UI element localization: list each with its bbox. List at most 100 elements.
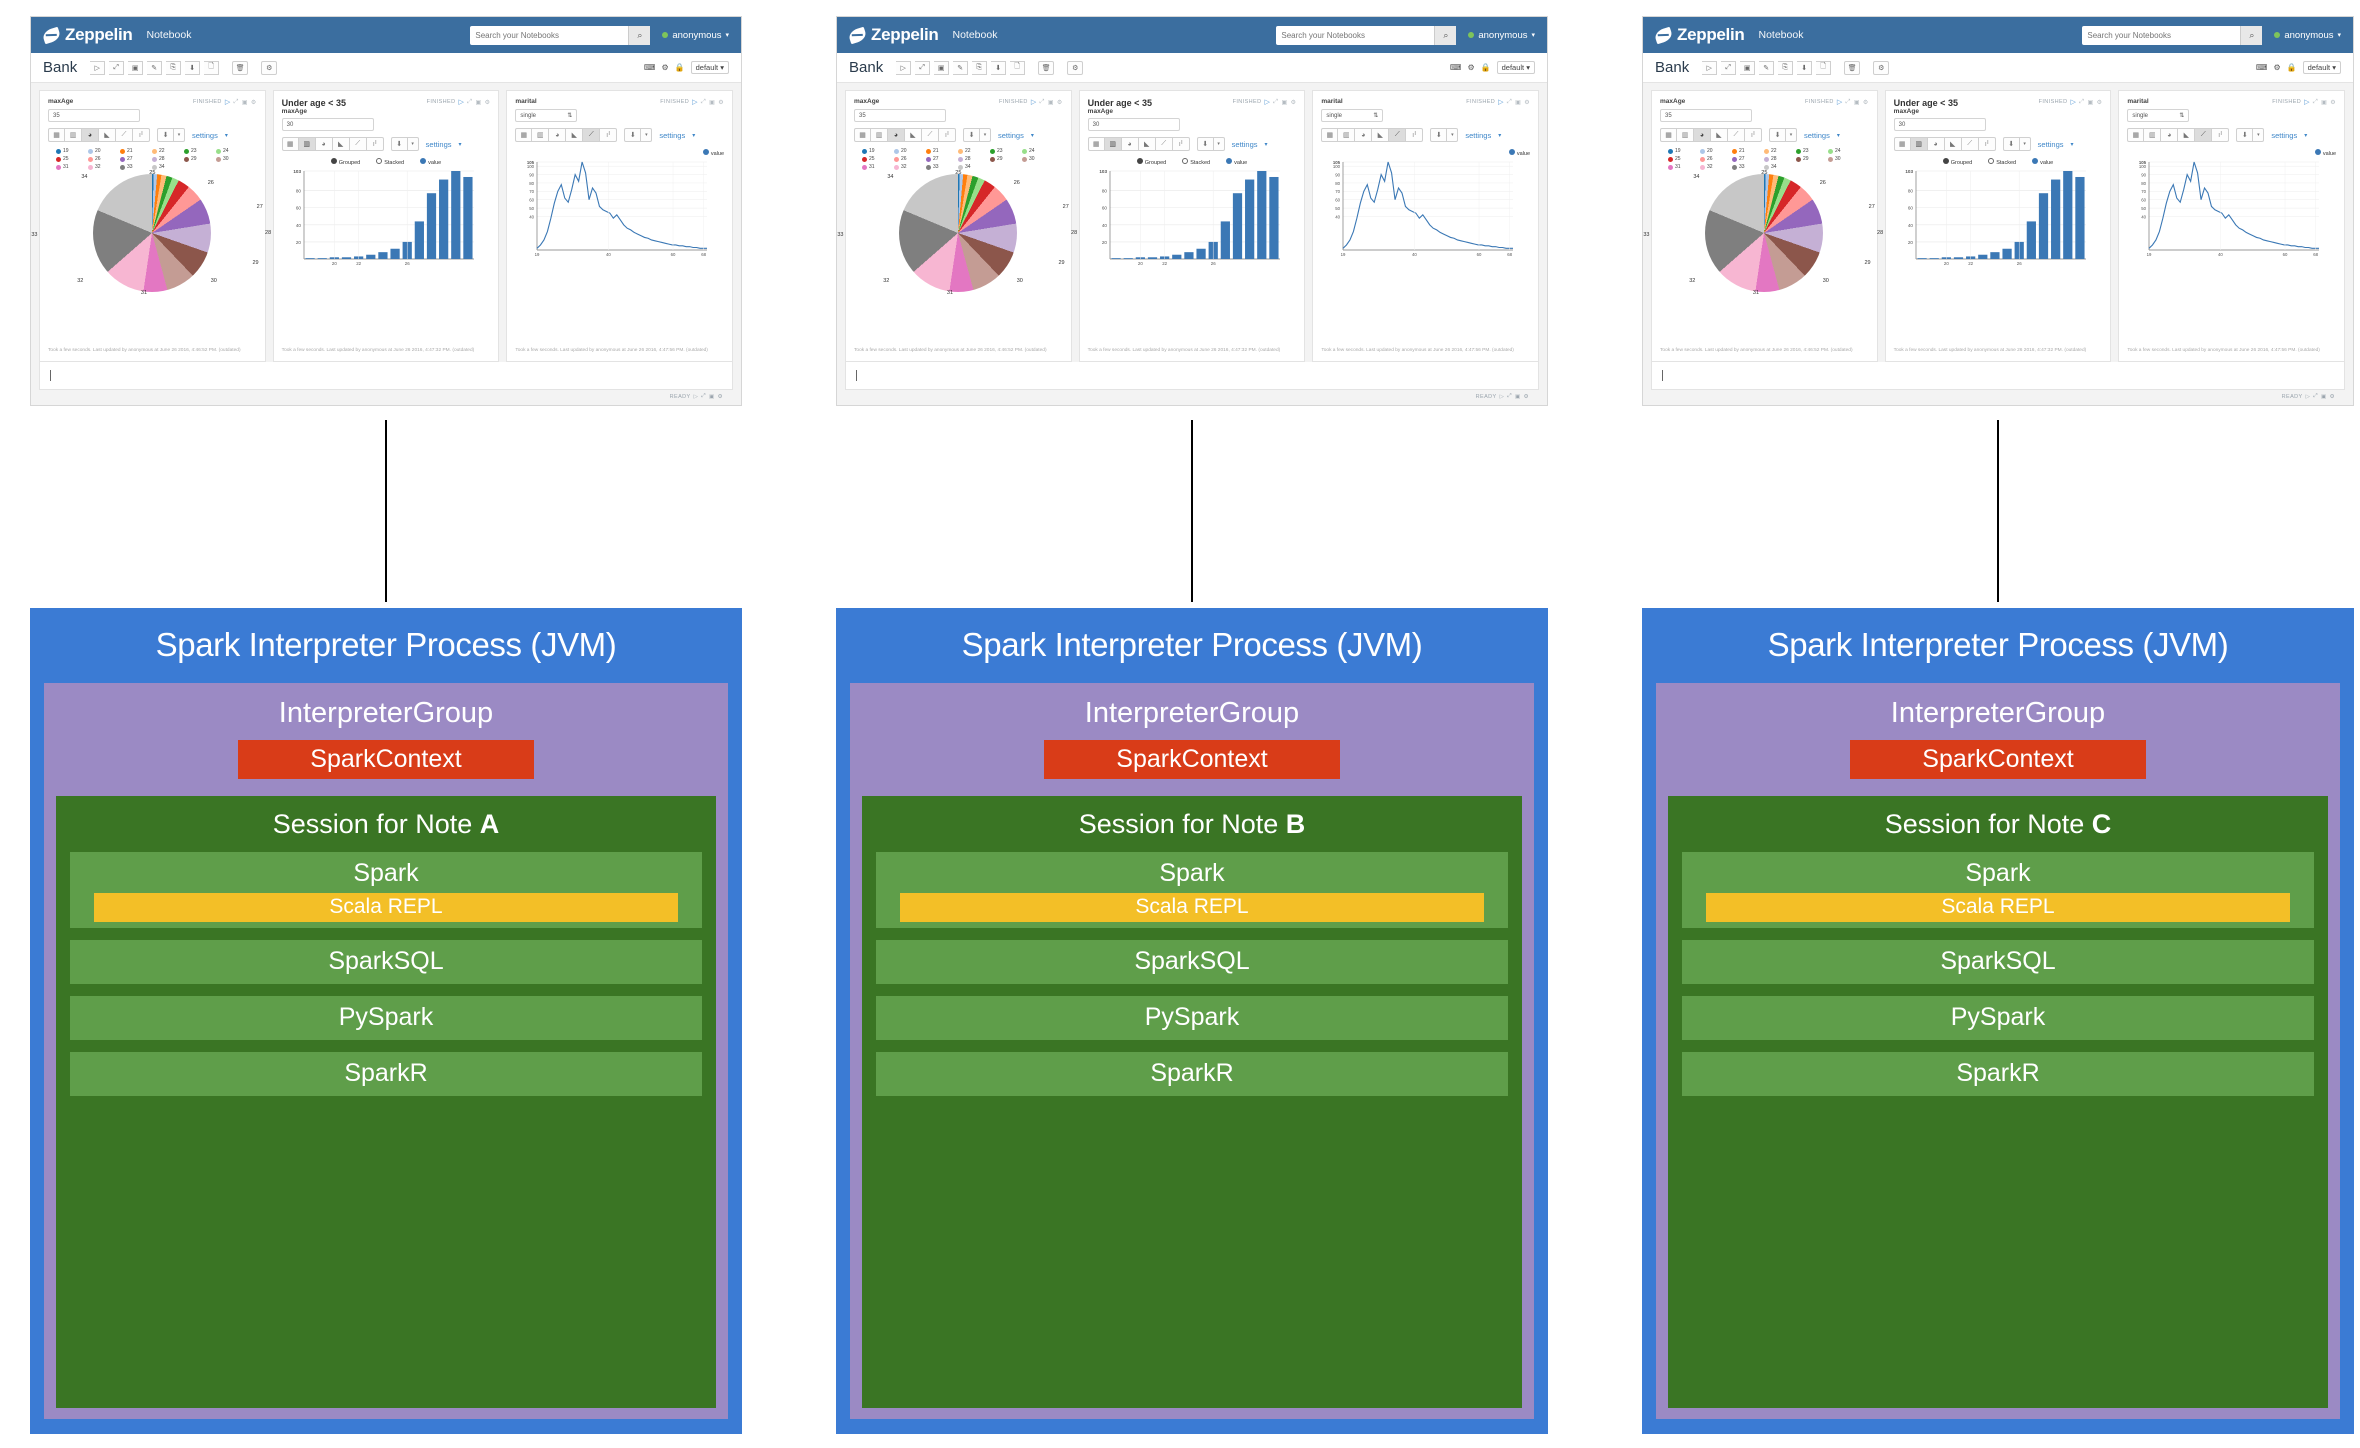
legend-item[interactable]: 19 [1668,148,1696,154]
expand-paragraph-icon[interactable]: ⤢ [1273,98,1279,105]
notebook-search[interactable]: ⌕ [2082,25,2263,45]
expand-paragraph-icon[interactable]: ⤢ [700,98,707,105]
visualization-settings-link[interactable]: settings [192,130,218,140]
show-code-icon[interactable]: ▣ [934,60,950,75]
legend-item[interactable]: 29 [1796,156,1824,162]
gear-icon[interactable]: ⚙ [1523,393,1529,400]
viz-bar-icon[interactable]: ▥ [298,137,316,151]
chevron-down-icon[interactable]: ▾ [2019,137,2031,151]
viz-table-icon[interactable]: ▦ [48,128,65,142]
zeppelin-logo[interactable]: Zeppelin [41,25,133,45]
search-input[interactable] [1276,25,1435,45]
legend-item[interactable]: 32 [894,164,922,170]
show-editor-icon[interactable]: ▣ [2321,99,2328,106]
run-paragraph-icon[interactable]: ▷ [2070,99,2077,106]
expand-icon[interactable]: ⤢ [1507,393,1513,399]
settings-gear-icon[interactable]: ⚙ [1873,60,1890,75]
lock-icon[interactable]: 🔒 [2286,63,2297,72]
chevron-down-icon[interactable]: ▾ [1786,128,1797,142]
legend-item[interactable]: 24 [1828,148,1856,154]
dynamic-form-select[interactable]: single⇅ [515,109,578,122]
viz-bar-icon[interactable]: ▥ [1910,137,1928,151]
download-icon[interactable]: ⬇ [157,128,174,142]
viz-scatter-icon[interactable]: ⠞ [2212,128,2230,142]
paragraph-settings-icon[interactable]: ⚙ [1290,99,1297,106]
viz-table-icon[interactable]: ▦ [1321,128,1339,142]
mode-grouped-radio[interactable]: Grouped [1136,158,1166,166]
legend-item[interactable]: 21 [1732,148,1760,154]
download-icon[interactable]: ⬇ [624,128,642,142]
new-paragraph-area[interactable] [39,362,733,390]
gear-icon[interactable]: ⚙ [661,63,669,72]
viz-table-icon[interactable]: ▦ [1087,137,1105,151]
viz-area-icon[interactable]: ◣ [332,137,350,151]
settings-gear-icon[interactable]: ⚙ [261,60,278,75]
viz-table-icon[interactable]: ▦ [2127,128,2145,142]
expand-paragraph-icon[interactable]: ⤢ [467,98,473,105]
legend-item[interactable]: 21 [120,148,148,154]
dynamic-form-input[interactable]: 35 [1660,109,1752,122]
user-menu[interactable]: anonymous▾ [662,30,729,41]
viz-area-icon[interactable]: ◣ [566,128,584,142]
viz-pie-icon[interactable]: ◕ [1121,137,1139,151]
legend-item[interactable]: 28 [1764,156,1792,162]
show-editor-icon[interactable]: ▣ [241,99,248,106]
viz-pie-icon[interactable]: ◕ [1927,137,1945,151]
viz-area-icon[interactable]: ◣ [905,128,922,142]
viz-scatter-icon[interactable]: ⠞ [939,128,956,142]
viz-scatter-icon[interactable]: ⠞ [366,137,384,151]
viz-line-icon[interactable]: ⟋ [1389,128,1407,142]
interpreter-select[interactable]: default ▾ [1496,61,1535,74]
download-icon[interactable]: ⬇ [963,128,980,142]
legend-item[interactable]: 28 [152,156,180,162]
legend-item[interactable]: 22 [958,148,986,154]
viz-scatter-icon[interactable]: ⠞ [1978,137,1996,151]
search-icon[interactable]: ⌕ [2240,25,2263,45]
viz-line-icon[interactable]: ⟋ [1155,137,1173,151]
paragraph-settings-icon[interactable]: ⚙ [1524,99,1531,106]
mode-stacked-radio[interactable]: Stacked [376,158,404,166]
viz-scatter-icon[interactable]: ⠞ [600,128,618,142]
legend-item[interactable]: 22 [152,148,180,154]
run-paragraph-icon[interactable]: ▷ [1030,99,1037,106]
run-icon[interactable]: ▷ [1499,393,1505,400]
dynamic-form-select[interactable]: single⇅ [2127,109,2190,122]
viz-scatter-icon[interactable]: ⠞ [1172,137,1190,151]
viz-area-icon[interactable]: ◣ [1372,128,1390,142]
viz-line-icon[interactable]: ⟋ [922,128,939,142]
copy-icon[interactable]: 🗋 [1010,60,1026,75]
legend-item[interactable]: 31 [56,164,84,170]
viz-line-icon[interactable]: ⟋ [349,137,367,151]
chevron-down-icon[interactable]: ▾ [641,128,653,142]
legend-item[interactable]: 34 [958,164,986,170]
copy-icon[interactable]: 🗋 [1816,60,1832,75]
run-paragraph-icon[interactable]: ▷ [1836,99,1843,106]
viz-area-icon[interactable]: ◣ [2178,128,2196,142]
legend-item[interactable]: 33 [120,164,148,170]
notebook-search[interactable]: ⌕ [470,25,651,45]
viz-table-icon[interactable]: ▦ [1660,128,1677,142]
gear-icon[interactable]: ⚙ [2273,63,2281,72]
clear-output-icon[interactable]: ✎ [1759,60,1775,75]
expand-paragraph-icon[interactable]: ⤢ [233,98,239,105]
export-icon[interactable]: ⬇ [1797,60,1813,75]
settings-gear-icon[interactable]: ⚙ [1067,60,1084,75]
viz-area-icon[interactable]: ◣ [1944,137,1962,151]
run-icon[interactable]: ▷ [2305,393,2311,400]
legend-item[interactable]: 25 [862,156,890,162]
legend-item[interactable]: 21 [926,148,954,154]
clear-output-icon[interactable]: ✎ [953,60,969,75]
expand-icon[interactable]: ⤢ [1721,60,1737,75]
viz-pie-icon[interactable]: ◕ [2161,128,2179,142]
legend-item[interactable]: 29 [184,156,212,162]
show-icon[interactable]: ▣ [1515,393,1521,400]
viz-bar-icon[interactable]: ▥ [1677,128,1694,142]
show-editor-icon[interactable]: ▣ [475,99,482,106]
viz-pie-icon[interactable]: ◕ [1355,128,1373,142]
clone-icon[interactable]: ⎘ [166,60,182,75]
legend-item[interactable]: 23 [1796,148,1824,154]
legend-item[interactable]: 26 [1700,156,1728,162]
dynamic-form-select[interactable]: single⇅ [1321,109,1384,122]
notebook-search[interactable]: ⌕ [1276,25,1457,45]
run-paragraph-icon[interactable]: ▷ [224,99,231,106]
